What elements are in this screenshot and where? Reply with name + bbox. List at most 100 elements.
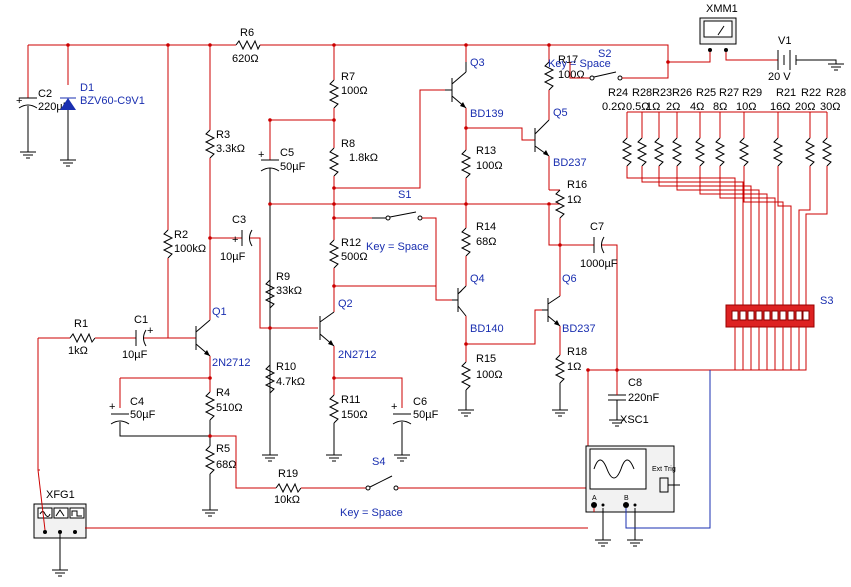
- v1-ref: V1: [778, 35, 791, 47]
- r2-value: 100kΩ: [174, 243, 206, 255]
- xsc1-ref: XSC1: [620, 414, 649, 426]
- svg-text:+: +: [147, 325, 153, 337]
- dip-switch-s3[interactable]: S3: [725, 295, 833, 328]
- junction-dot: [208, 236, 212, 240]
- load-bank-value: 1Ω: [646, 101, 660, 113]
- junction-dot: [332, 216, 336, 220]
- dip-switch-key[interactable]: [795, 310, 803, 321]
- r4-ref: R4: [216, 387, 230, 399]
- r17-value: 100Ω: [558, 69, 585, 81]
- resistor-r5: R5 68Ω: [202, 443, 236, 517]
- r2-ref: R2: [174, 229, 188, 241]
- r3-ref: R3: [216, 129, 230, 141]
- load-bank-value: 2Ω: [666, 101, 680, 113]
- load-resistor: [738, 137, 750, 167]
- load-bank-value: 0.2Ω: [602, 101, 626, 113]
- load-bank-ref: R21: [776, 87, 796, 99]
- dip-switch-key[interactable]: [747, 310, 755, 321]
- transistor-q6: Q6 BD237: [542, 273, 596, 335]
- dip-switch-key[interactable]: [739, 310, 747, 321]
- svg-text:+: +: [391, 401, 397, 413]
- resistor-r18: R18 1Ω: [552, 346, 587, 417]
- r10-ref: R10: [276, 361, 296, 373]
- load-resistor: [636, 137, 648, 167]
- s1-key: Key = Space: [366, 241, 429, 253]
- junction-dot: [66, 43, 70, 47]
- c1-ref: C1: [134, 314, 148, 326]
- dip-switch-key[interactable]: [731, 310, 739, 321]
- r17-ref: R17: [558, 54, 578, 66]
- load-resistor: [694, 137, 706, 167]
- r5-value: 68Ω: [216, 459, 236, 471]
- load-resistor: [621, 137, 633, 167]
- r14-value: 68Ω: [476, 236, 496, 248]
- r19-ref: R19: [278, 468, 298, 480]
- load-resistor: [772, 137, 784, 167]
- oscilloscope-xsc1[interactable]: XSC1 Ext Trig A B: [585, 370, 711, 547]
- dip-switch-key[interactable]: [802, 310, 810, 321]
- load-bank-ref: R23: [652, 87, 672, 99]
- resistor-r12: R12 500Ω: [328, 237, 368, 269]
- r4-value: 510Ω: [216, 402, 243, 414]
- dip-switch-key[interactable]: [787, 310, 795, 321]
- q2-ref: Q2: [338, 298, 353, 310]
- s4-ref: S4: [372, 456, 385, 468]
- load-bank-value: 4Ω: [690, 101, 704, 113]
- junction-dot: [464, 202, 468, 206]
- s3-ref: S3: [820, 295, 833, 307]
- r13-ref: R13: [476, 145, 496, 157]
- junction-dot: [464, 342, 468, 346]
- load-bank-ref: R28: [632, 87, 652, 99]
- load-bank-ref: R25: [696, 87, 716, 99]
- r5-ref: R5: [216, 443, 230, 455]
- resistor-r2: R2 100kΩ: [162, 229, 206, 338]
- resistor-r9: R9 33kΩ: [264, 271, 302, 309]
- r16-value: 1Ω: [567, 194, 581, 206]
- load-bank-value: 0.5Ω: [626, 101, 650, 113]
- resistor-r3: R3 3.3kΩ: [204, 129, 245, 310]
- zener-d1: D1 BZV60-C9V1: [60, 82, 145, 167]
- r12-value: 500Ω: [341, 251, 368, 263]
- svg-text:+: +: [109, 401, 115, 413]
- junction-dot: [268, 326, 272, 330]
- capacitor-c7: C7 1000µF: [580, 221, 618, 370]
- q3-value: BD139: [470, 108, 504, 120]
- switch-s4[interactable]: S4 Key = Space: [340, 456, 588, 519]
- resistor-r10: R10 4.7kΩ: [264, 361, 305, 394]
- junction-dot: [586, 368, 590, 372]
- c8-value: 220nF: [628, 392, 659, 404]
- r6-ref: R6: [240, 27, 254, 39]
- junction-dot: [464, 43, 468, 47]
- dip-switch-key[interactable]: [755, 310, 763, 321]
- c3-ref: C3: [232, 214, 246, 226]
- d1-value: BZV60-C9V1: [80, 95, 145, 107]
- capacitor-c4: + C4 50µF: [109, 396, 210, 437]
- r10-value: 4.7kΩ: [276, 376, 305, 388]
- switch-s2[interactable]: S2 Key = Space: [548, 48, 669, 81]
- junction-dot: [332, 186, 336, 190]
- s2-key: Key = Space: [548, 58, 611, 70]
- c4-ref: C4: [130, 396, 144, 408]
- dip-switch-key[interactable]: [763, 310, 771, 321]
- junction-dot: [558, 243, 562, 247]
- capacitor-c1: + C1 10µF: [122, 314, 196, 361]
- load-resistor: [821, 137, 833, 167]
- load-bank-value: 16Ω: [770, 101, 790, 113]
- load-bank-ref: R22: [801, 87, 821, 99]
- dip-switch-key[interactable]: [771, 310, 779, 321]
- svg-text:+: +: [232, 234, 238, 246]
- ext-trig-label: Ext Trig: [652, 466, 676, 473]
- dip-switch-key[interactable]: [779, 310, 787, 321]
- function-generator-xfg1[interactable]: XFG1: [33, 469, 588, 577]
- r16-ref: R16: [567, 179, 587, 191]
- resistor-r15: R15 100Ω: [458, 353, 503, 417]
- svg-text:+: +: [258, 149, 264, 161]
- r3-value: 3.3kΩ: [216, 143, 245, 155]
- r14-ref: R14: [476, 221, 496, 233]
- junction-dot: [332, 202, 336, 206]
- switch-s1[interactable]: S1 Key = Space: [366, 189, 452, 301]
- c4-value: 50µF: [130, 409, 156, 421]
- multimeter-xmm1[interactable]: XMM1: [668, 3, 770, 63]
- junction-dot: [166, 43, 170, 47]
